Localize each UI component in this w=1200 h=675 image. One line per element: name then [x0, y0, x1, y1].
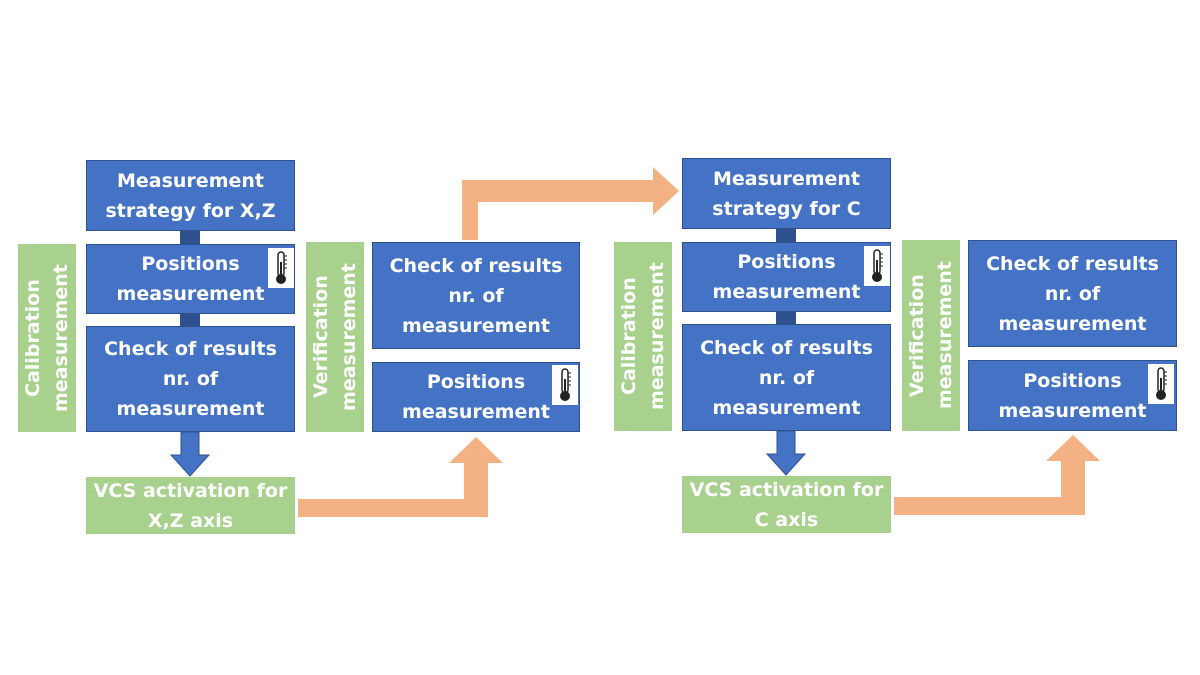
vcs-activation-xz-box: VCS activation for X,Z axis	[86, 477, 295, 534]
calibration-measurement-label: Calibration measurement	[18, 244, 76, 432]
down-arrow	[765, 430, 807, 476]
bent-arrow-up	[894, 435, 1100, 515]
connector-bar	[180, 231, 200, 245]
measurement-strategy-c-box: Measurement strategy for C	[682, 158, 891, 229]
positions-measurement-box: Positions measurement	[86, 244, 295, 314]
thermometer-icon	[268, 248, 294, 288]
verification-positions-measurement-box: Positions measurement	[372, 362, 580, 432]
positions-measurement-label: Positions measurement	[998, 369, 1147, 422]
bent-arrow-up	[298, 437, 503, 517]
connector-bar	[180, 313, 200, 327]
measurement-strategy-xz-box: Measurement strategy for X,Z	[86, 160, 295, 231]
verification-check-of-results-box: Check of results nr. of measurement	[372, 242, 580, 349]
vcs-activation-c-box: VCS activation for C axis	[682, 476, 891, 533]
positions-measurement-label: Positions measurement	[712, 251, 861, 303]
connector-bar	[776, 311, 796, 325]
verification-measurement-label: Verification measurement	[902, 240, 960, 431]
connector-bar	[776, 229, 796, 243]
calibration-measurement-label: Calibration measurement	[614, 242, 672, 431]
positions-measurement-label: Positions measurement	[402, 371, 550, 423]
check-of-results-box: Check of results nr. of measurement	[86, 326, 295, 432]
check-of-results-box: Check of results nr. of measurement	[682, 324, 891, 431]
verification-positions-measurement-box: Positions measurement	[968, 360, 1177, 431]
verification-measurement-label: Verification measurement	[306, 242, 364, 432]
bent-arrow-right	[462, 167, 679, 240]
verification-check-of-results-box: Check of results nr. of measurement	[968, 240, 1177, 347]
thermometer-icon	[1148, 364, 1174, 404]
positions-measurement-label: Positions measurement	[116, 253, 265, 305]
positions-measurement-box: Positions measurement	[682, 242, 891, 312]
thermometer-icon	[864, 246, 890, 286]
down-arrow	[169, 431, 211, 477]
thermometer-icon	[552, 365, 578, 405]
